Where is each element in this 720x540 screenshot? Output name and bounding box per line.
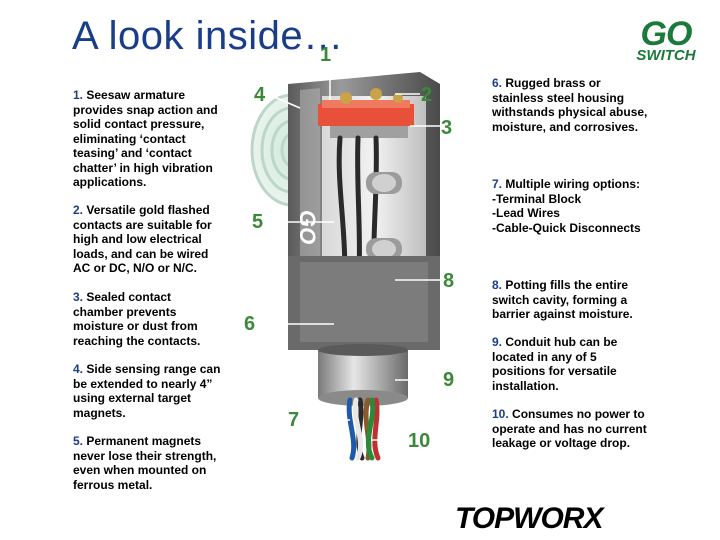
feature-number: 5. [73, 434, 84, 448]
callout-3: 3 [441, 117, 453, 139]
feature-3: 3. Sealed contact chamber prevents moist… [73, 290, 223, 348]
switch-logo-text: SWITCH [636, 47, 696, 64]
feature-9: 9. Conduit hub can be located in any of … [492, 335, 652, 393]
go-switch-logo: GO SWITCH [634, 15, 698, 66]
feature-text: Permanent magnets never lose their stren… [73, 434, 217, 492]
feature-number: 7. [492, 177, 503, 191]
feature-number: 9. [492, 335, 503, 349]
feature-1: 1. Seesaw armature provides snap action … [73, 88, 223, 190]
feature-number: 6. [492, 76, 503, 90]
leader-lines [262, 68, 440, 441]
callout-6: 6 [244, 313, 256, 335]
feature-text: Sealed contact chamber prevents moisture… [73, 290, 201, 348]
feature-text: Multiple wiring options: -Terminal Block… [492, 177, 641, 235]
feature-number: 10. [492, 407, 509, 421]
feature-10: 10. Consumes no power to operate and has… [492, 407, 652, 451]
feature-4: 4. Side sensing range can be extended to… [73, 362, 223, 420]
callout-1: 1 [320, 44, 332, 66]
callout-10: 10 [408, 430, 431, 452]
feature-text: Seesaw armature provides snap action and… [73, 88, 218, 189]
topworx-logo: TOPWORX [455, 502, 603, 535]
lead-wires [346, 397, 381, 461]
callout-5: 5 [252, 211, 264, 233]
conduit-hub [318, 344, 408, 406]
feature-text: Rugged brass or stainless steel housing … [492, 76, 648, 134]
callout-7: 7 [288, 409, 300, 431]
callout-9: 9 [443, 369, 455, 391]
feature-number: 2. [73, 203, 84, 217]
feature-text: Consumes no power to operate and has no … [492, 407, 647, 450]
callout-2: 2 [421, 84, 433, 106]
svg-text:GO: GO [295, 210, 320, 244]
feature-text: Potting fills the entire switch cavity, … [492, 278, 633, 321]
go-logo-text: GO [640, 15, 693, 53]
callout-4: 4 [254, 84, 266, 106]
feature-number: 8. [492, 278, 503, 292]
feature-text: Versatile gold flashed contacts are suit… [73, 203, 212, 275]
callout-8: 8 [443, 270, 455, 292]
feature-number: 3. [73, 290, 84, 304]
feature-8: 8. Potting fills the entire switch cavit… [492, 278, 652, 322]
feature-text: Side sensing range can be extended to ne… [73, 362, 221, 420]
feature-number: 4. [73, 362, 84, 376]
feature-6: 6. Rugged brass or stainless steel housi… [492, 76, 652, 134]
feature-7: 7. Multiple wiring options: -Terminal Bl… [492, 177, 652, 235]
feature-text: Conduit hub can be located in any of 5 p… [492, 335, 618, 393]
feature-number: 1. [73, 88, 84, 102]
page-title: A look inside… [72, 14, 344, 58]
feature-5: 5. Permanent magnets never lose their st… [73, 434, 223, 492]
feature-2: 2. Versatile gold flashed contacts are s… [73, 203, 223, 276]
terminal-block [318, 88, 414, 138]
permanent-magnets [366, 172, 402, 260]
